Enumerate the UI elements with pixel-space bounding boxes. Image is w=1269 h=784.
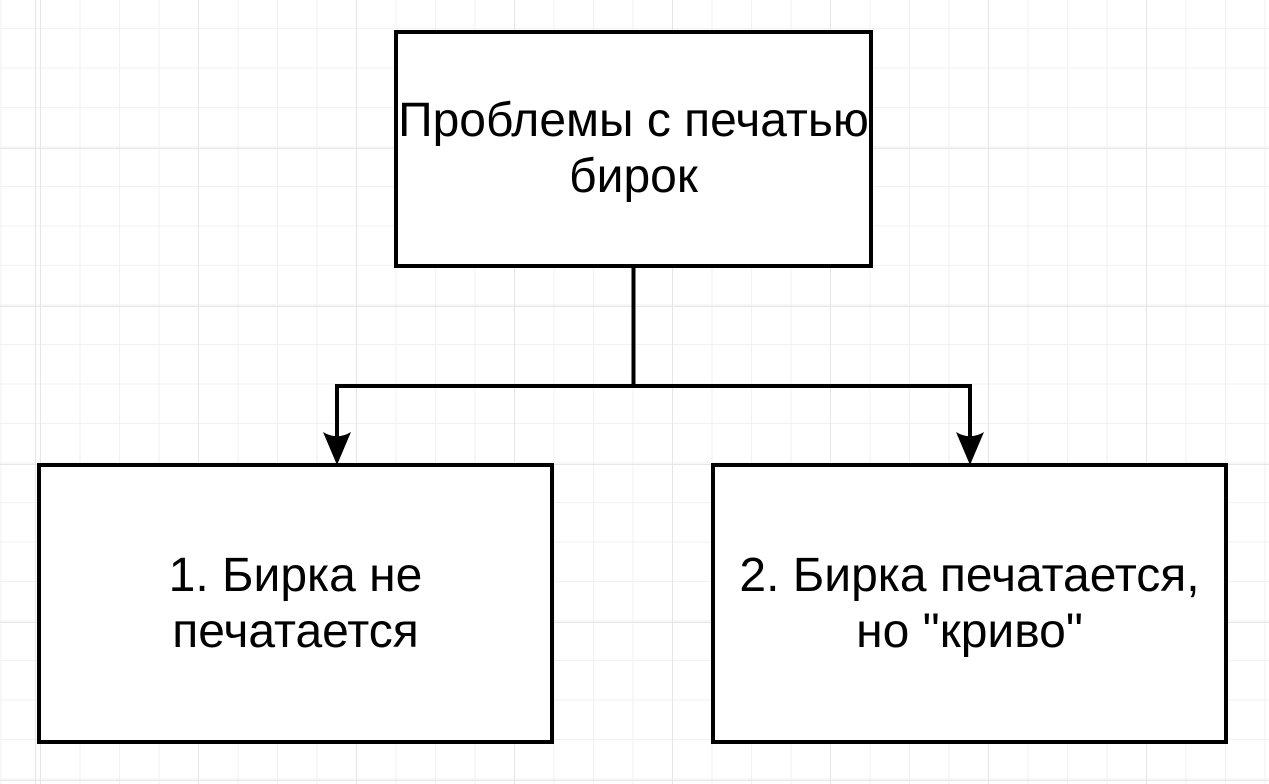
text-line: Проблемы с печатью	[398, 94, 869, 147]
text-line: 2. Бирка печатается,	[739, 548, 1200, 602]
edge-root-to-case1[interactable]	[323, 268, 636, 465]
edge-line[interactable]	[335, 268, 636, 441]
edge-line[interactable]	[633, 384, 972, 441]
text-line: печатается	[172, 604, 419, 658]
node-label: Проблемы с печатью бирок	[398, 93, 869, 205]
arrowhead-down-icon	[323, 432, 351, 465]
node-root-problem[interactable]: Проблемы с печатью бирок	[394, 30, 873, 268]
node-label: 2. Бирка печатается, но "криво"	[739, 548, 1199, 660]
node-case-not-printing[interactable]: 1. Бирка не печатается	[37, 463, 554, 744]
text-line: 1. Бирка не	[168, 548, 423, 602]
arrowhead-down-icon	[956, 432, 984, 465]
text-line: но "криво"	[856, 604, 1083, 658]
edge-root-to-case2[interactable]	[633, 384, 985, 465]
text-line: бирок	[569, 150, 698, 203]
node-label: 1. Бирка не печатается	[169, 548, 423, 660]
node-case-prints-crooked[interactable]: 2. Бирка печатается, но "криво"	[711, 463, 1228, 744]
